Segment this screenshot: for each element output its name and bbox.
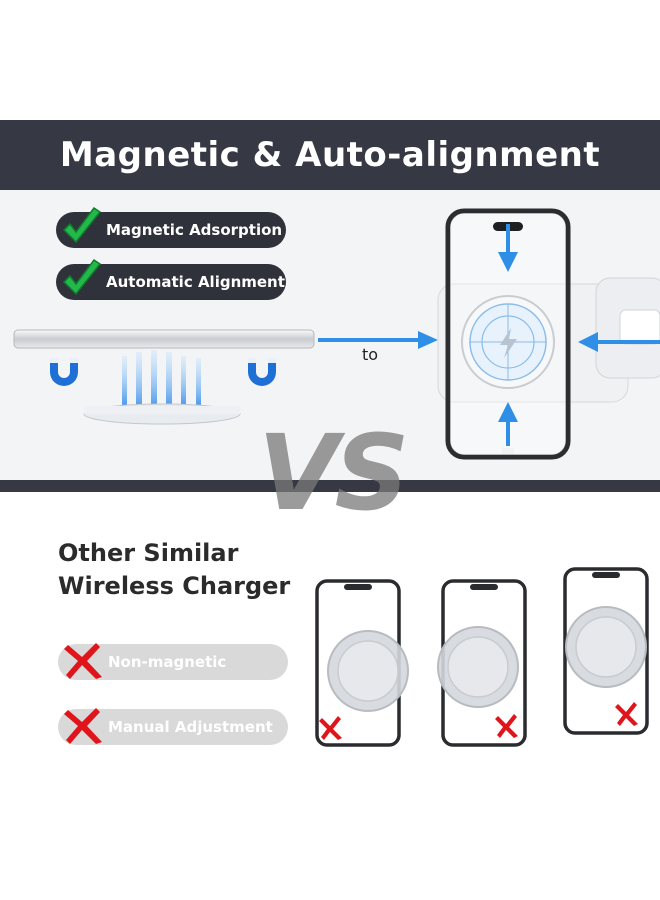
feature-pill-automatic-alignment: Automatic Alignment <box>56 258 286 300</box>
lightning-bolt-icon <box>500 328 517 358</box>
page-title: Magnetic & Auto-alignment <box>0 120 660 190</box>
alignment-arrow-up-icon <box>498 402 518 446</box>
phone-on-charger-illustration <box>437 208 660 460</box>
feature-label: Magnetic Adsorption <box>106 221 283 239</box>
magnetic-charging-illustration <box>13 329 315 425</box>
alignment-arrow-down-icon <box>498 224 518 272</box>
red-x-icon <box>64 643 102 679</box>
green-check-icon <box>62 206 102 244</box>
misaligned-phone-2 <box>437 579 527 747</box>
red-x-icon <box>319 716 342 740</box>
magnet-icon-left <box>50 358 78 386</box>
energy-beams <box>122 350 201 410</box>
other-chargers-title: Other Similar Wireless Charger <box>58 537 318 603</box>
magnet-icon-right <box>248 358 276 386</box>
drawback-label: Manual Adjustment <box>108 718 273 736</box>
red-x-icon <box>495 714 518 738</box>
other-title-line2: Wireless Charger <box>58 572 291 600</box>
phone-side-view <box>13 329 315 349</box>
drawback-pill-non-magnetic: Non-magnetic <box>58 643 288 680</box>
red-x-icon <box>64 708 102 744</box>
drawback-label: Non-magnetic <box>108 653 227 671</box>
arrow-right-icon <box>318 331 438 349</box>
phone-front-view <box>445 208 571 460</box>
drawback-pill-manual-adjustment: Manual Adjustment <box>58 708 288 745</box>
misaligned-phone-1 <box>315 579 409 747</box>
alignment-arrow-left-icon <box>578 332 660 352</box>
misaligned-phone-3 <box>563 567 649 735</box>
red-x-icon <box>615 702 638 726</box>
vs-label: VS <box>258 412 409 534</box>
section-divider <box>0 480 660 492</box>
feature-pill-magnetic-adsorption: Magnetic Adsorption <box>56 206 286 248</box>
transition-label: to <box>362 345 379 364</box>
green-check-icon <box>62 258 102 296</box>
other-title-line1: Other Similar <box>58 539 239 567</box>
feature-label: Automatic Alignment <box>106 273 285 291</box>
